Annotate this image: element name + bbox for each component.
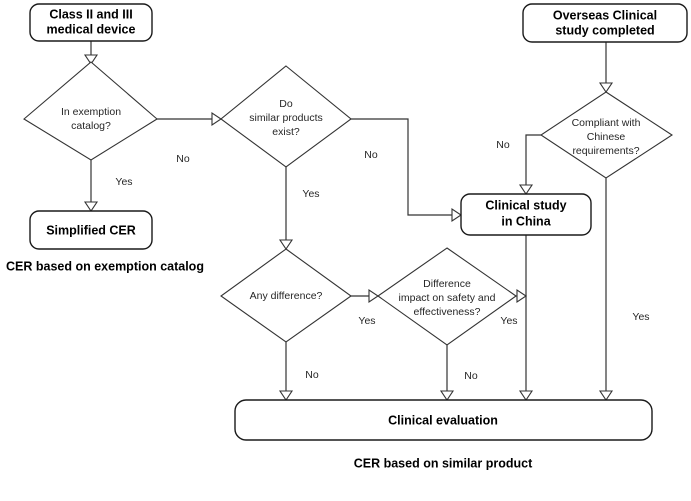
node-similar-products-line2: similar products (249, 112, 323, 124)
node-clinical-evaluation-label: Clinical evaluation (388, 413, 498, 427)
edge-label-similar-yes: Yes (302, 188, 319, 200)
node-overseas-study-line1: Overseas Clinical (553, 8, 657, 22)
arrow-head-icon (368, 288, 379, 304)
edge-line (351, 118, 456, 216)
node-shape-rounded-rect (234, 399, 653, 441)
node-shape-diamond (220, 248, 352, 343)
edge-label-compliant-yes: Yes (632, 311, 649, 323)
node-clinical-study-china[interactable]: Clinical study in China (460, 193, 592, 236)
node-start-device-line2: medical device (47, 22, 136, 36)
node-shape-diamond (540, 91, 674, 179)
node-overseas-study-line2: study completed (555, 23, 654, 37)
node-any-difference[interactable]: Any difference? (220, 248, 352, 343)
edge-label-exemption-yes: Yes (115, 176, 132, 188)
arrow-head-icon (451, 207, 462, 223)
arrow-head-icon (518, 390, 534, 401)
node-start-device[interactable]: Class II and III medical device (29, 3, 153, 42)
node-shape-rounded-rect (29, 210, 153, 250)
caption-exemption: CER based on exemption catalog (6, 259, 204, 273)
edge-label-impact-no: No (464, 370, 478, 382)
edge-start-to-exemption (83, 41, 99, 65)
edge-label-compliant-no: No (496, 139, 510, 151)
arrow-head-icon (439, 390, 455, 401)
edge-impact-no: No (439, 345, 478, 401)
node-similar-products[interactable]: Do similar products exist? (220, 65, 352, 168)
arrow-head-icon (83, 201, 99, 212)
node-any-difference-label: Any difference? (250, 290, 323, 302)
node-shape-rounded-rect (460, 193, 592, 236)
node-exemption-check-line2: catalog? (71, 120, 111, 132)
edge-label-any-difference-yes: Yes (358, 315, 375, 327)
node-compliant-check-line2: Chinese (587, 131, 626, 143)
node-clinical-study-china-line2: in China (501, 214, 551, 228)
arrow-head-icon (211, 111, 222, 127)
edge-overseas-to-compliant (598, 42, 614, 93)
node-shape-diamond (377, 247, 517, 346)
node-compliant-check[interactable]: Compliant with Chinese requirements? (540, 91, 674, 179)
node-shape-rounded-rect (29, 3, 153, 42)
node-clinical-study-china-line1: Clinical study (485, 198, 566, 212)
arrow-head-icon (598, 390, 614, 401)
caption-similar-product: CER based on similar product (354, 456, 533, 470)
node-simplified-cer[interactable]: Simplified CER (29, 210, 153, 250)
node-compliant-check-line1: Compliant with (572, 117, 641, 129)
edge-similar-yes: Yes (278, 167, 320, 250)
edge-label-any-difference-no: No (305, 369, 319, 381)
edge-any-difference-no: No (278, 342, 319, 401)
node-shape-rounded-rect (522, 3, 688, 43)
node-difference-impact-line1: Difference (423, 278, 471, 290)
edge-label-impact-yes: Yes (500, 315, 517, 327)
node-exemption-check[interactable]: In exemption catalog? (23, 61, 158, 161)
arrow-head-icon (83, 54, 99, 65)
node-similar-products-line3: exist? (272, 126, 300, 138)
node-difference-impact-line3: effectiveness? (414, 306, 481, 318)
edge-similar-no: No (351, 118, 462, 223)
node-start-device-line1: Class II and III (49, 7, 132, 21)
arrow-head-icon (518, 184, 534, 195)
node-difference-impact-line2: impact on safety and (399, 292, 496, 304)
node-shape-diamond (220, 65, 352, 168)
node-compliant-check-line3: requirements? (572, 145, 639, 157)
node-exemption-check-line1: In exemption (61, 106, 121, 118)
edge-any-difference-yes: Yes (351, 288, 379, 327)
node-similar-products-line1: Do (279, 98, 293, 110)
node-clinical-evaluation[interactable]: Clinical evaluation (234, 399, 653, 441)
arrow-head-icon (278, 239, 294, 250)
node-overseas-study[interactable]: Overseas Clinical study completed (522, 3, 688, 43)
edge-label-exemption-no: No (176, 153, 190, 165)
arrow-head-icon (516, 288, 527, 304)
arrow-head-icon (278, 390, 294, 401)
edge-line (525, 134, 541, 190)
node-difference-impact[interactable]: Difference impact on safety and effectiv… (377, 247, 517, 346)
edge-china-to-evaluation (518, 235, 534, 401)
arrow-head-icon (598, 82, 614, 93)
edge-compliant-no: No (496, 134, 541, 195)
edge-exemption-yes: Yes (83, 160, 133, 212)
node-shape-diamond (23, 61, 158, 161)
edge-compliant-yes: Yes (598, 178, 650, 401)
node-simplified-cer-label: Simplified CER (46, 223, 136, 237)
edge-exemption-no: No (157, 111, 222, 165)
edge-label-similar-no: No (364, 149, 378, 161)
